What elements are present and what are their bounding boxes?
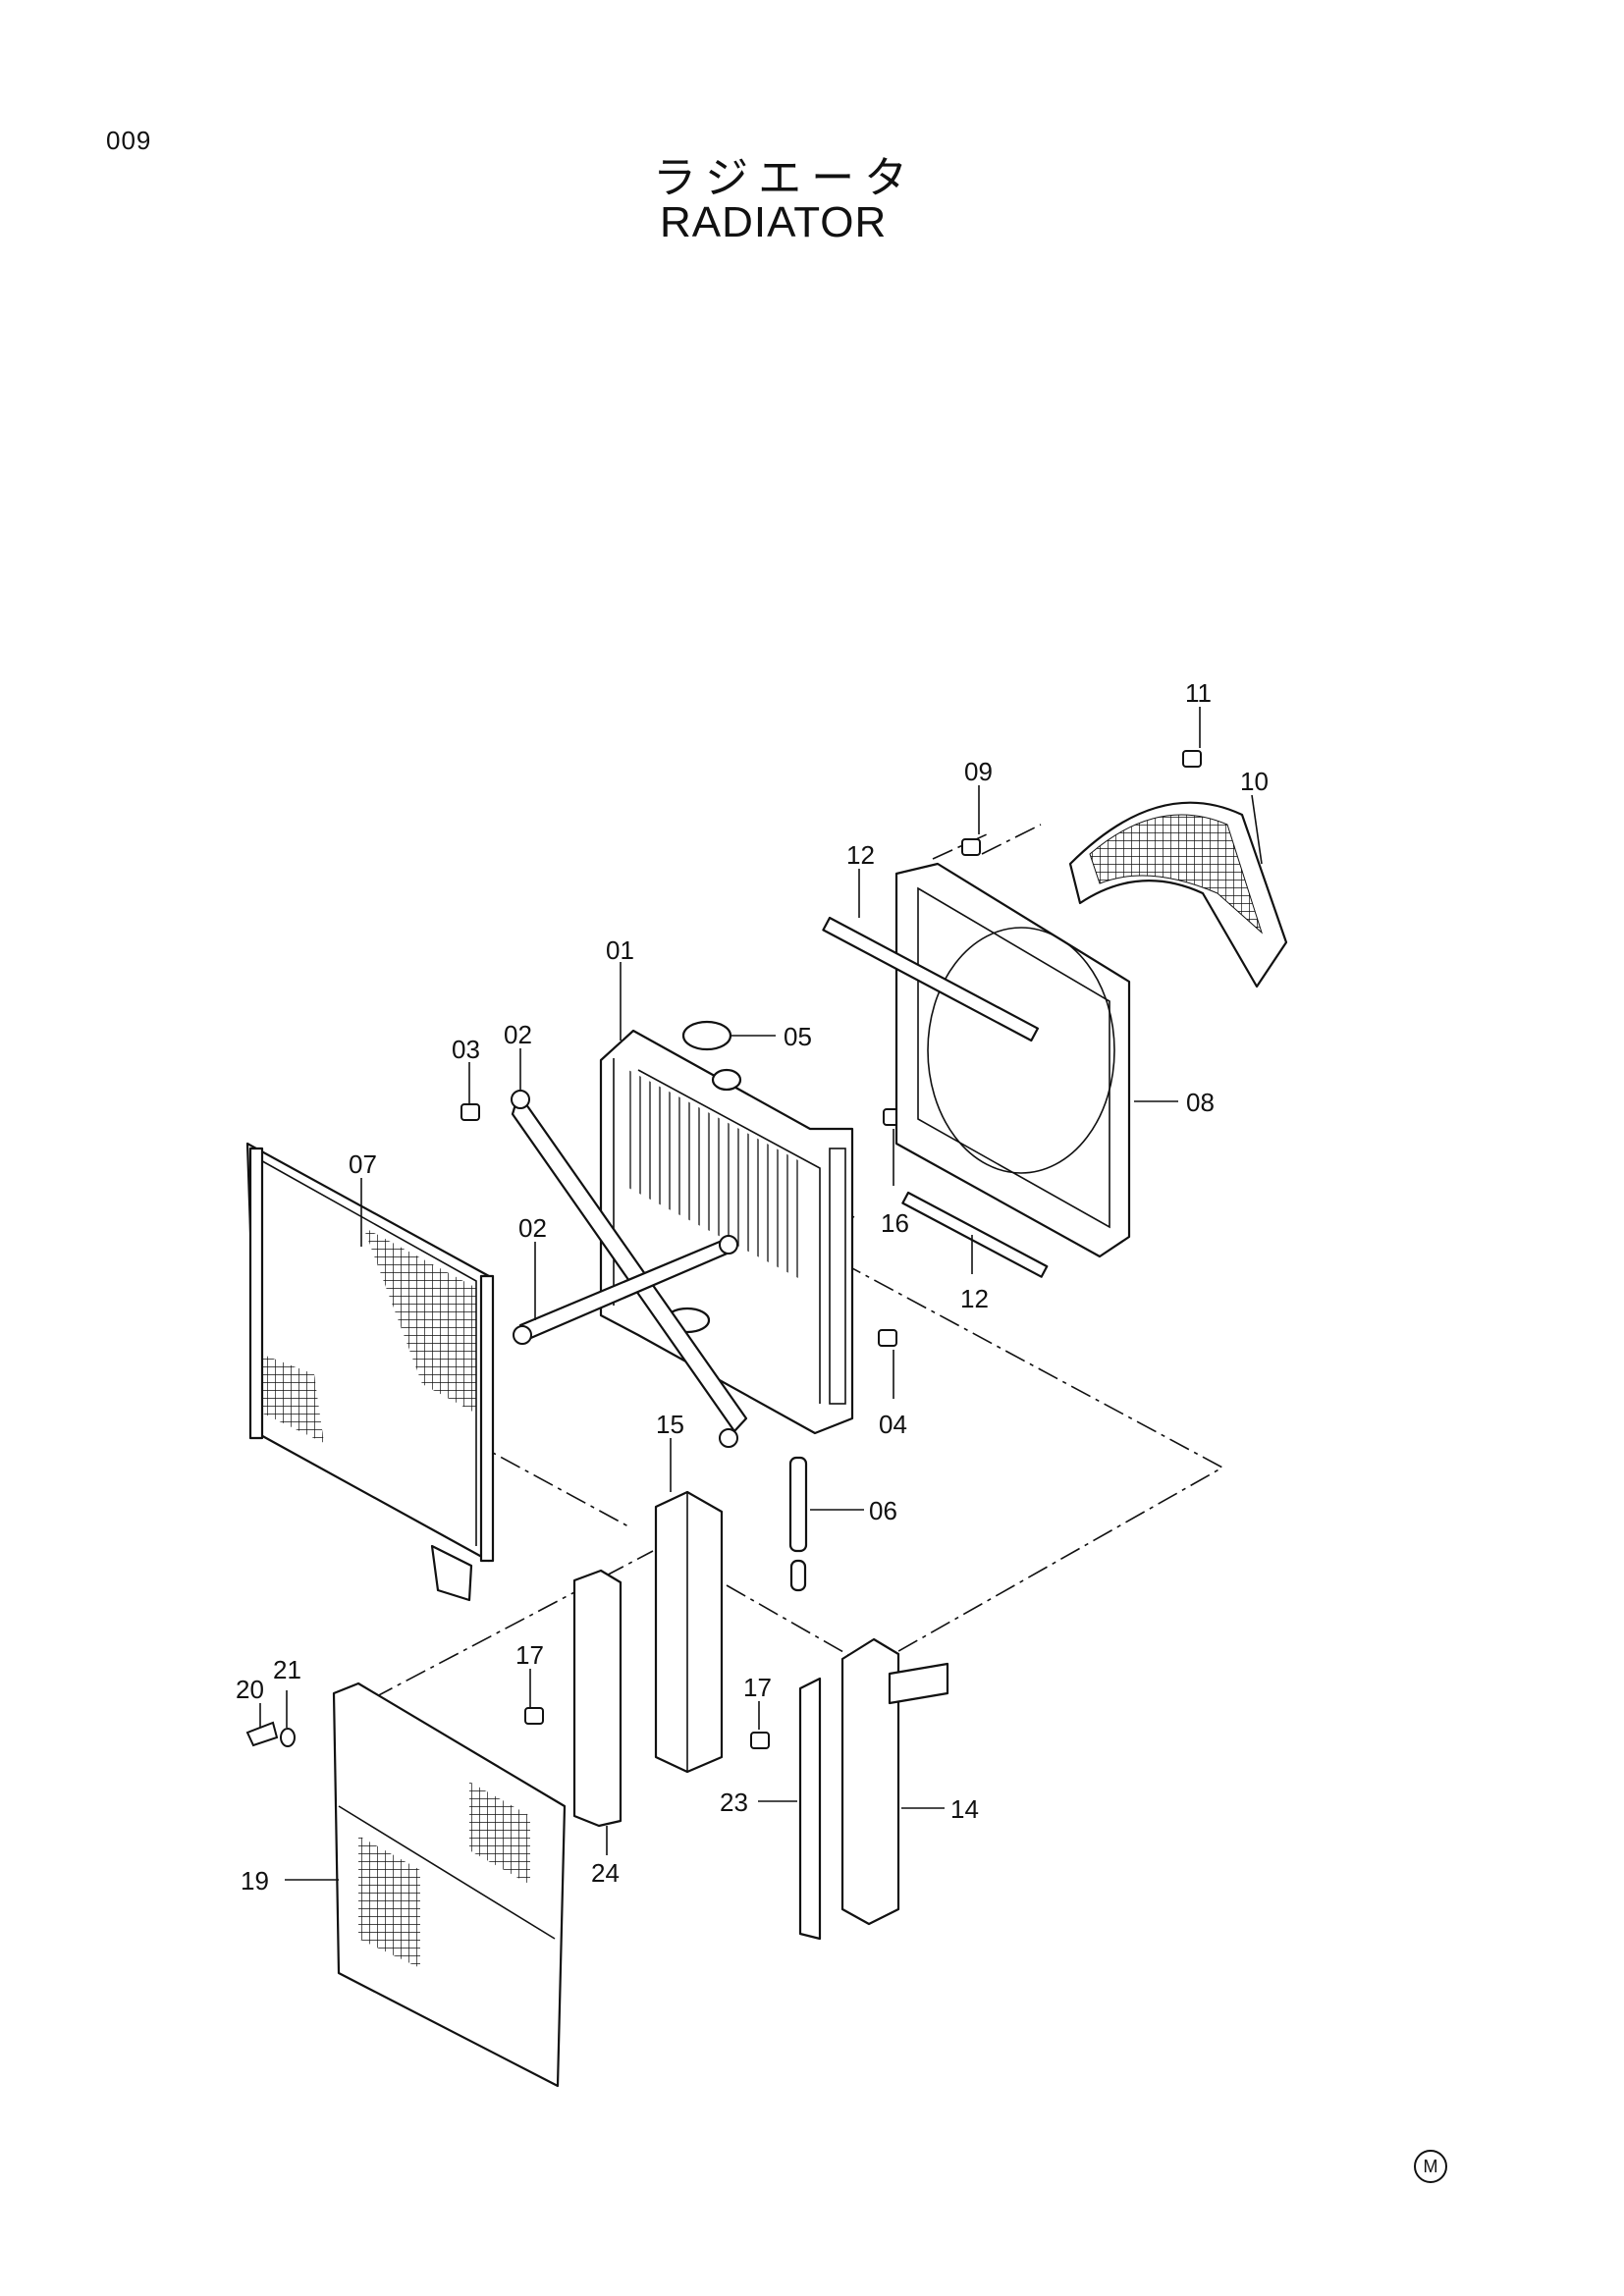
collar-pipe [788, 1456, 808, 1592]
page-number: 009 [106, 126, 152, 155]
radiator-core [599, 1029, 854, 1435]
callout-24: 24 [591, 1858, 620, 1888]
stay-rods [511, 1090, 748, 1448]
leader-lines [259, 707, 1263, 1881]
callout-02: 02 [504, 1020, 532, 1049]
callout-08: 08 [1186, 1088, 1215, 1117]
callout-07: 07 [349, 1149, 377, 1179]
callout-04: 04 [879, 1410, 907, 1439]
callout-19: 19 [241, 1866, 269, 1896]
oil-cooler [245, 1142, 495, 1602]
manufacturer-mark: M [1414, 2150, 1447, 2183]
callout-17-left: 17 [515, 1640, 544, 1670]
callout-09: 09 [964, 757, 993, 786]
callout-12-lower: 12 [960, 1284, 989, 1313]
brackets [572, 1490, 949, 1941]
radiator-cap [681, 1020, 732, 1051]
callout-16: 16 [881, 1208, 909, 1238]
callout-06: 06 [869, 1496, 897, 1525]
callout-21: 21 [273, 1655, 301, 1684]
callout-17-right: 17 [743, 1673, 772, 1702]
fan-shroud [894, 862, 1131, 1258]
callout-23: 23 [720, 1788, 748, 1817]
bolts [245, 750, 1202, 1749]
page-title-japanese: ラジエータ [653, 153, 918, 203]
callout-05: 05 [784, 1022, 812, 1051]
fan-guard [1068, 801, 1288, 988]
callout-10: 10 [1240, 767, 1269, 796]
callout-01: 01 [606, 935, 634, 965]
callout-03: 03 [452, 1035, 480, 1064]
callout-15: 15 [656, 1410, 684, 1439]
seal-strip-upper [822, 916, 1040, 1042]
callout-labels: 01 02 03 05 09 11 10 12 08 16 12 04 02 0… [236, 678, 1269, 1896]
page-title: RADIATOR [660, 198, 888, 246]
callout-20: 20 [236, 1675, 264, 1704]
callout-02-lower: 02 [518, 1213, 547, 1243]
callout-14: 14 [950, 1794, 979, 1824]
callout-12-upper: 12 [846, 840, 875, 870]
callout-11: 11 [1185, 678, 1212, 708]
radiator-screen [332, 1682, 567, 2088]
